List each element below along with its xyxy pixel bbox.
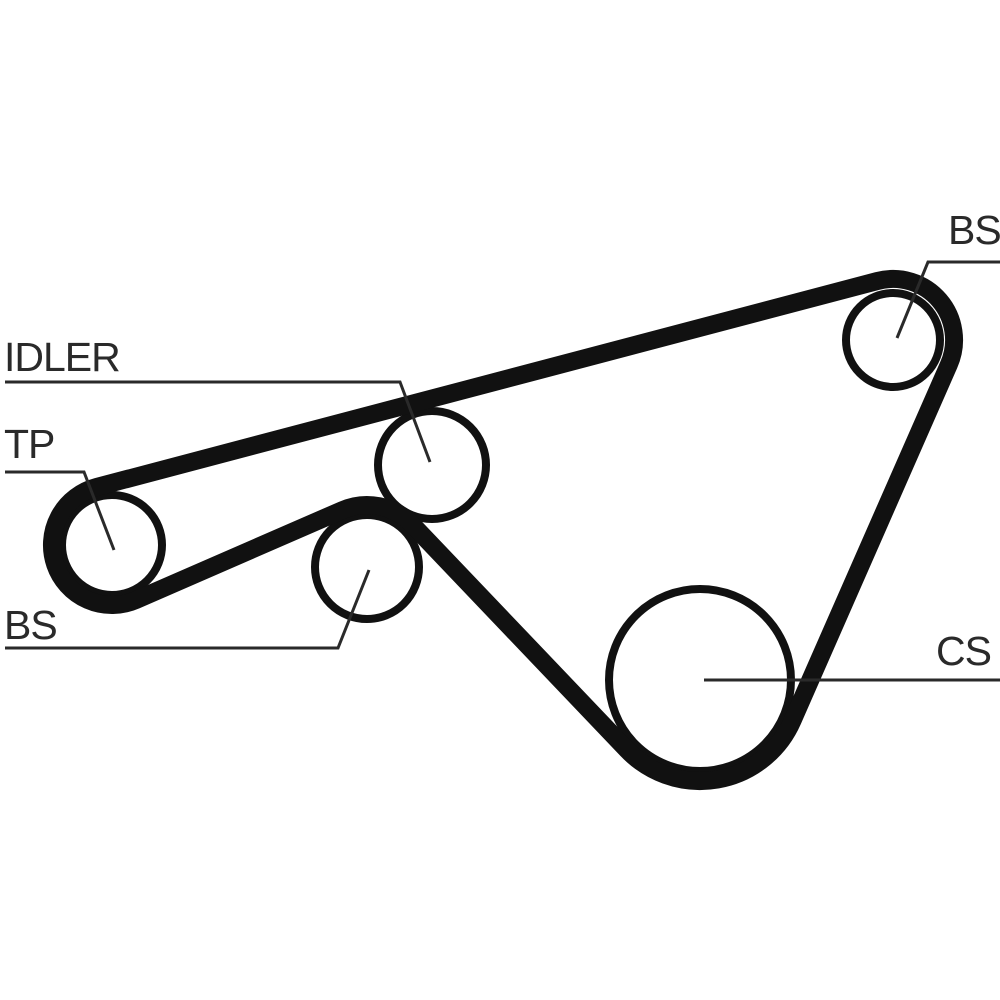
pulley-bs-upper xyxy=(842,289,944,391)
pulley-idler xyxy=(374,407,490,523)
label-tp: TP xyxy=(4,421,54,467)
timing-belt xyxy=(43,270,964,791)
label-idler: IDLER xyxy=(4,334,120,380)
leader-bs-lower xyxy=(5,569,371,650)
label-cs: CS xyxy=(936,628,991,674)
label-bs-upper: BS xyxy=(948,207,1000,253)
leader-tp xyxy=(5,470,116,551)
label-bs-lower: BS xyxy=(4,602,57,648)
leader-idler xyxy=(5,380,432,463)
pulley-bs-lower xyxy=(311,511,423,623)
leader-bs-upper xyxy=(895,260,1000,339)
